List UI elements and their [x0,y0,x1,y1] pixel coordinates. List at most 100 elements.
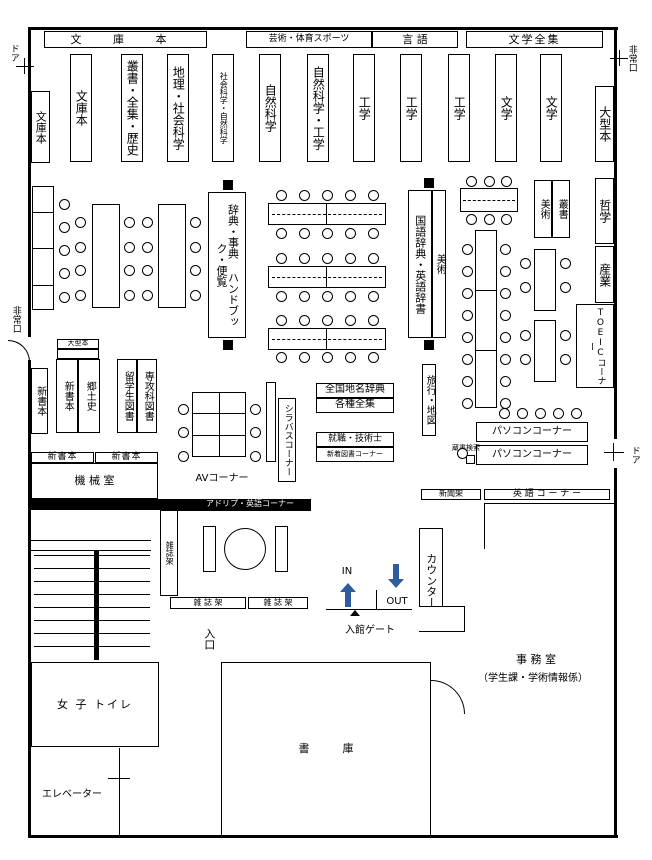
table-left-c [158,204,186,308]
label-av-corner: AVコーナー [195,472,249,484]
shelf-english-corner: 英 語 コ ー ナ ー [484,489,610,500]
door-top-left: ドア [8,44,19,62]
chair [520,258,531,269]
chair [462,310,473,321]
table-center-3-div [326,328,327,350]
chair [276,315,287,326]
chair [322,228,333,239]
chair [345,291,356,302]
chair [142,217,153,228]
pc-corner-1: パソコンコーナー [476,422,588,442]
table-center-2-div [326,266,327,288]
chair [59,268,70,279]
shelf-series-right: 叢書 [552,180,570,238]
outer-wall-left-upper [28,27,31,337]
shelf-art-mid: 美術 [432,190,446,338]
chair [500,376,511,387]
chair [124,265,135,276]
table-right-short-a [534,249,556,311]
chair [345,315,356,326]
outer-wall-right-upper [614,27,617,439]
shelf-arts-sports: 芸術・体育スポーツ [246,31,372,48]
pillar [223,180,233,190]
chair [484,176,495,187]
tag-new-books-1: 新書本 [31,452,94,463]
chair [276,352,287,363]
stair-step [34,594,150,595]
pillar [223,340,233,350]
shelf-collections: 各種全集 [316,398,394,413]
chair [59,199,70,210]
chair [484,214,495,225]
shelf-place-names: 全国地名辞典 [316,383,394,398]
chair [250,427,261,438]
chair [345,352,356,363]
gate-post [376,590,377,610]
label-office-sub: （学生課・学術情報係） [478,672,588,684]
emergency-door-swing [8,340,30,362]
chair [500,266,511,277]
chair [501,176,512,187]
stair-step [34,633,150,634]
stack-column-9: 工学 [448,54,470,162]
chair [250,451,261,462]
table-left-a-div3 [32,285,54,286]
stair-rail [94,550,99,660]
stair-step [34,607,150,608]
chair [142,290,153,301]
stack-column-11: 文学 [540,54,562,162]
pillar [424,340,434,350]
chair [457,448,468,459]
table-left-a-div1 [32,212,54,213]
chair [190,242,201,253]
shelf-newspaper: 新聞架 [421,489,481,500]
chair [535,408,546,419]
shelf-literature-complete: 文学全集 [466,31,603,48]
chair [322,291,333,302]
label-out: OUT [386,595,408,607]
chair [368,253,379,264]
chair [276,190,287,201]
chair [368,228,379,239]
chair [299,315,310,326]
chair [517,408,528,419]
label-office: 事 務 室 [516,653,556,667]
chair [322,253,333,264]
stair-step [34,568,150,569]
shelf-language: 言 語 [372,31,458,48]
chair [368,190,379,201]
chair [520,354,531,365]
chair [462,244,473,255]
stair-rail-line [31,550,151,551]
stack-column-2: 叢書・全集・歴史 [121,54,143,162]
shelf-magazines-1: 雑 誌 架 [170,597,246,609]
outer-wall-top [28,27,618,30]
chair [462,354,473,365]
door-marker-r-v [613,443,614,461]
shelf-philosophy: 哲学 [595,178,614,244]
chair [560,258,571,269]
chair [75,265,86,276]
stack-column-7: 工学 [353,54,375,162]
table-center-1-mid [272,214,382,215]
chair [178,404,189,415]
shelf-major-books: 専攻科図書 [137,359,157,433]
table-right-top-mid [463,200,515,201]
lounge-bench-right [275,526,288,572]
stack-column-10: 文学 [495,54,517,162]
chair [190,217,201,228]
shelf-magazines-vertical: 雑誌架 [160,510,178,596]
wall-under-machine [31,499,311,510]
shelf-bunko-top: 文 庫 本 [44,31,207,48]
stack-column-1: 文庫本 [70,54,92,162]
chair [75,242,86,253]
chair [466,176,477,187]
chair [466,214,477,225]
stair-step [34,620,150,621]
shelf-careers: 就職・技術士 [316,432,394,447]
table-left-a-div2 [32,248,54,249]
arrow-out-down [388,564,404,588]
table-left-b [92,204,120,308]
label-adrip: アドリプ・英語コーナー [206,499,294,509]
chair [499,408,510,419]
